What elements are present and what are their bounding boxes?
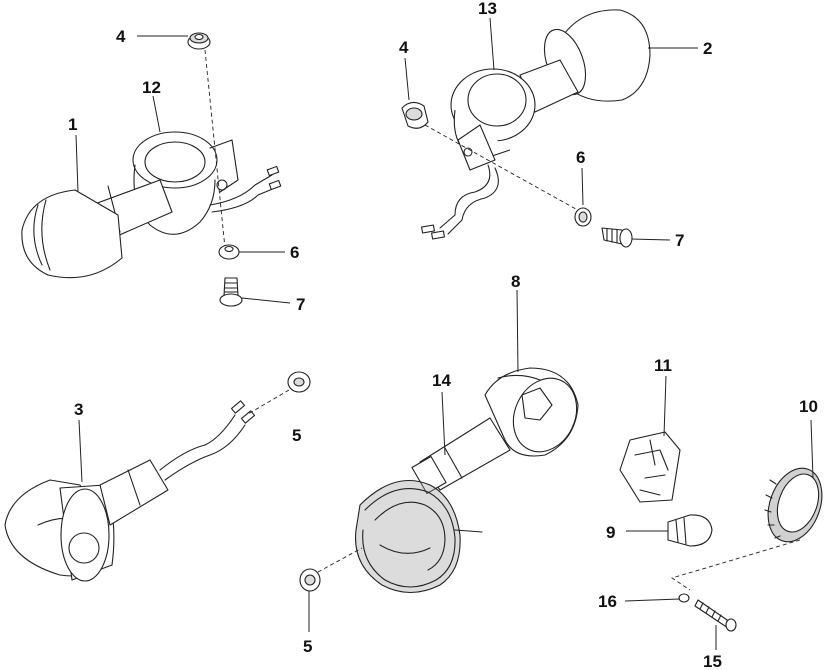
- callout-5-top: 5: [292, 426, 301, 445]
- socket-4-right: [401, 101, 429, 129]
- callout-12: 12: [142, 78, 161, 97]
- turn-signal-front-right: [421, 9, 651, 240]
- callout-1: 1: [68, 115, 77, 134]
- mounting-clamp-12: [132, 131, 239, 235]
- callout-6-right: 6: [576, 148, 585, 167]
- bolt-7-right: [601, 227, 633, 248]
- callout-5-bottom: 5: [303, 637, 312, 656]
- callout-7-left: 7: [296, 295, 305, 314]
- nut-5-bottom: [299, 568, 321, 592]
- callout-4-left: 4: [116, 27, 126, 46]
- turn-signal-8: [411, 367, 579, 495]
- callout-11: 11: [654, 356, 672, 375]
- bulb-9: [667, 514, 713, 547]
- nut-4-left: [187, 32, 211, 50]
- nut-6-left: [218, 244, 240, 260]
- callout-14: 14: [432, 371, 451, 390]
- bolt-7-left: [219, 277, 243, 307]
- callout-15: 15: [703, 652, 722, 670]
- callout-2: 2: [703, 39, 712, 58]
- callout-4-right: 4: [399, 38, 409, 57]
- bulb-socket-11: [619, 431, 681, 503]
- washer-16: [678, 593, 690, 603]
- turn-signal-front-left: [21, 131, 282, 279]
- lens-10: [764, 467, 823, 543]
- callout-9: 9: [606, 523, 615, 542]
- callout-13: 13: [478, 0, 497, 18]
- screw-15: [694, 599, 737, 632]
- callout-3: 3: [74, 400, 83, 419]
- nut-6-right: [574, 207, 592, 227]
- callout-16: 16: [598, 592, 617, 611]
- callout-6-left: 6: [290, 243, 299, 262]
- turn-signal-rear: [4, 400, 256, 582]
- callout-8: 8: [511, 272, 520, 291]
- nut-5-top: [287, 371, 311, 393]
- callout-7-right: 7: [675, 231, 684, 250]
- callout-10: 10: [799, 397, 818, 416]
- wiring-harness: [354, 479, 483, 594]
